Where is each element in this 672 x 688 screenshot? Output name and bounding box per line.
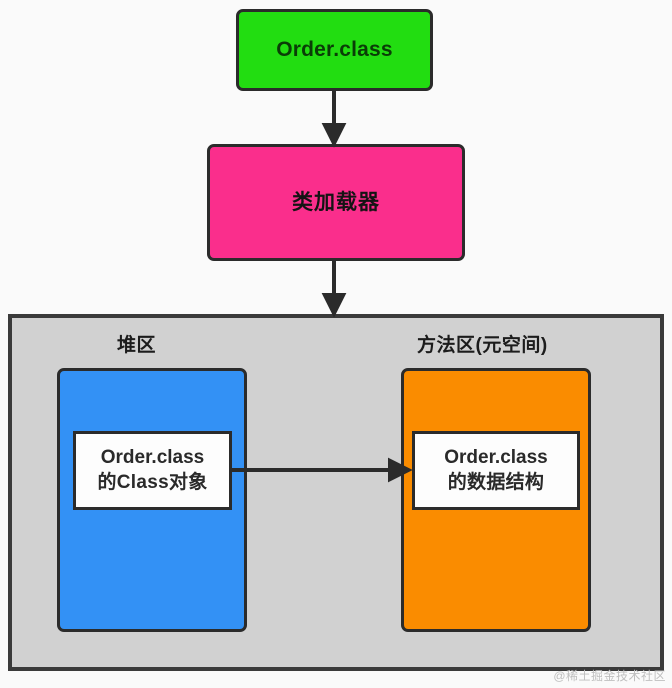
node-order-class-file: Order.class bbox=[236, 9, 433, 91]
node-class-loader-label: 类加载器 bbox=[292, 190, 380, 214]
node-class-loader: 类加载器 bbox=[207, 144, 465, 261]
region-caption-method-area: 方法区(元空间) bbox=[417, 335, 548, 356]
card-class-data-structure: Order.class 的数据结构 bbox=[412, 431, 580, 510]
node-order-class-file-label: Order.class bbox=[276, 38, 393, 62]
watermark: @稀土掘金技术社区 bbox=[553, 669, 666, 683]
card-class-object-line1: Order.class bbox=[100, 446, 205, 468]
card-class-data-structure-line1: Order.class bbox=[444, 446, 548, 468]
card-class-data-structure-line2: 的数据结构 bbox=[447, 471, 545, 493]
region-caption-heap: 堆区 bbox=[117, 335, 157, 356]
card-class-object-line2: 的Class对象 bbox=[97, 471, 208, 493]
card-class-object: Order.class 的Class对象 bbox=[73, 431, 232, 510]
